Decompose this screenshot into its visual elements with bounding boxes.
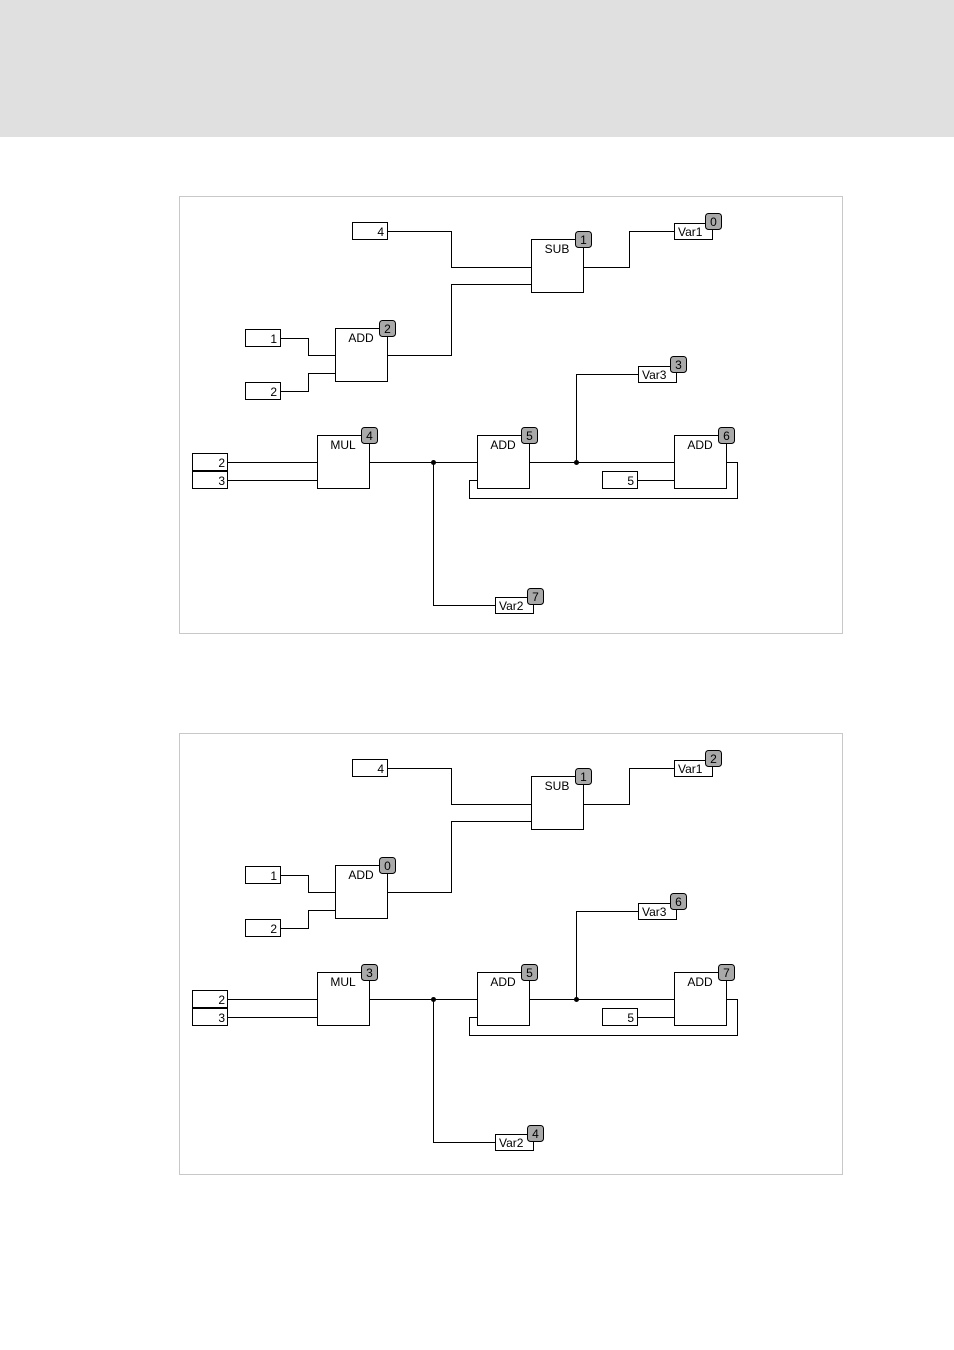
- wire-mul-to-var2: [434, 463, 496, 606]
- output-variable-var2[interactable]: Var2 4: [496, 1126, 544, 1151]
- order-number: 4: [366, 429, 373, 443]
- element-label: Var3: [642, 368, 667, 382]
- connections: [227, 769, 738, 1143]
- order-number: 1: [580, 770, 587, 784]
- fbd-diagram-1: 4 1 2 2 3 5 SUB 1 ADD 2 MUL 4 ADD: [179, 196, 843, 634]
- element-label: Var2: [499, 1136, 524, 1150]
- input-constant[interactable]: 3: [193, 472, 228, 489]
- wire-sub-to-var1: [584, 232, 674, 268]
- wire-4-to-sub: [388, 232, 532, 268]
- add-block[interactable]: ADD 0: [336, 858, 396, 919]
- wire-sub-to-var1: [584, 769, 674, 805]
- output-variable-var2[interactable]: Var2 7: [496, 589, 544, 614]
- order-number: 0: [710, 215, 717, 229]
- add-block[interactable]: ADD 7: [675, 965, 735, 1026]
- fbd-diagram-2: 4 1 2 2 3 5 SUB 1 ADD 0 MUL 3 ADD: [179, 733, 843, 1175]
- sub-block[interactable]: SUB 1: [532, 769, 592, 830]
- wire-1-to-add: [280, 876, 335, 893]
- element-label: 2: [270, 922, 277, 936]
- input-constant[interactable]: 1: [246, 867, 281, 884]
- output-variable-var3[interactable]: Var3 3: [639, 357, 687, 383]
- wire-2-to-add: [280, 374, 335, 392]
- element-label: SUB: [545, 779, 570, 793]
- input-constant[interactable]: 3: [193, 1009, 228, 1026]
- order-number: 7: [723, 966, 730, 980]
- order-number: 3: [675, 358, 682, 372]
- order-number: 6: [675, 895, 682, 909]
- mul-block[interactable]: MUL 4: [318, 428, 378, 489]
- order-number: 5: [526, 966, 533, 980]
- output-variable-var3[interactable]: Var3 6: [639, 894, 687, 920]
- add-block[interactable]: ADD 5: [478, 428, 538, 489]
- add-block[interactable]: ADD 6: [675, 428, 735, 489]
- element-label: 5: [627, 474, 634, 488]
- wire-4-to-sub: [388, 769, 532, 805]
- element-label: 1: [270, 869, 277, 883]
- order-number: 7: [532, 590, 539, 604]
- input-constant[interactable]: 2: [246, 920, 281, 937]
- wire-add-to-var3: [577, 375, 639, 463]
- output-variable-var1[interactable]: Var1 2: [675, 751, 722, 777]
- element-label: Var2: [499, 599, 524, 613]
- input-constant[interactable]: 4: [353, 223, 388, 240]
- wire-feedback-loop: [470, 1000, 738, 1036]
- mul-block[interactable]: MUL 3: [318, 965, 378, 1026]
- order-number: 6: [723, 429, 730, 443]
- element-label: ADD: [348, 868, 374, 882]
- element-label: 4: [377, 762, 384, 776]
- element-label: 5: [627, 1011, 634, 1025]
- element-label: SUB: [545, 242, 570, 256]
- wire-mul-to-var2: [434, 1000, 496, 1143]
- element-label: ADD: [687, 975, 713, 989]
- element-label: 3: [218, 1011, 225, 1025]
- output-variable-var1[interactable]: Var1 0: [675, 214, 722, 240]
- element-label: 4: [377, 225, 384, 239]
- wire-add-to-sub: [387, 822, 531, 893]
- input-constant[interactable]: 2: [193, 454, 228, 471]
- add-block[interactable]: ADD 2: [336, 321, 396, 382]
- order-number: 0: [384, 859, 391, 873]
- wire-2-to-add: [280, 911, 335, 929]
- element-label: 2: [218, 993, 225, 1007]
- input-constant[interactable]: 5: [603, 472, 638, 489]
- element-label: ADD: [687, 438, 713, 452]
- input-constant[interactable]: 2: [246, 383, 281, 400]
- wire-add-to-var3: [577, 912, 639, 1000]
- junction-dot: [574, 460, 579, 465]
- element-label: ADD: [490, 438, 516, 452]
- element-label: MUL: [330, 975, 356, 989]
- input-constant[interactable]: 5: [603, 1009, 638, 1026]
- element-label: ADD: [348, 331, 374, 345]
- wire-1-to-add: [280, 339, 335, 356]
- input-constant[interactable]: 4: [353, 760, 388, 777]
- element-label: Var1: [678, 225, 703, 239]
- element-label: MUL: [330, 438, 356, 452]
- element-label: 1: [270, 332, 277, 346]
- element-label: 2: [218, 456, 225, 470]
- order-number: 3: [366, 966, 373, 980]
- junction-dot: [431, 997, 436, 1002]
- order-number: 2: [384, 322, 391, 336]
- wire-feedback-loop: [470, 463, 738, 499]
- order-number: 5: [526, 429, 533, 443]
- input-constant[interactable]: 2: [193, 991, 228, 1008]
- junction-dot: [431, 460, 436, 465]
- header-band: [0, 0, 954, 137]
- element-label: Var3: [642, 905, 667, 919]
- element-label: ADD: [490, 975, 516, 989]
- element-label: Var1: [678, 762, 703, 776]
- element-label: 2: [270, 385, 277, 399]
- order-number: 1: [580, 233, 587, 247]
- sub-block[interactable]: SUB 1: [532, 232, 592, 293]
- input-constant[interactable]: 1: [246, 330, 281, 347]
- junction-dot: [574, 997, 579, 1002]
- wire-add-to-sub: [387, 285, 531, 356]
- element-label: 3: [218, 474, 225, 488]
- order-number: 4: [532, 1127, 539, 1141]
- connections: [227, 232, 738, 606]
- order-number: 2: [710, 752, 717, 766]
- add-block[interactable]: ADD 5: [478, 965, 538, 1026]
